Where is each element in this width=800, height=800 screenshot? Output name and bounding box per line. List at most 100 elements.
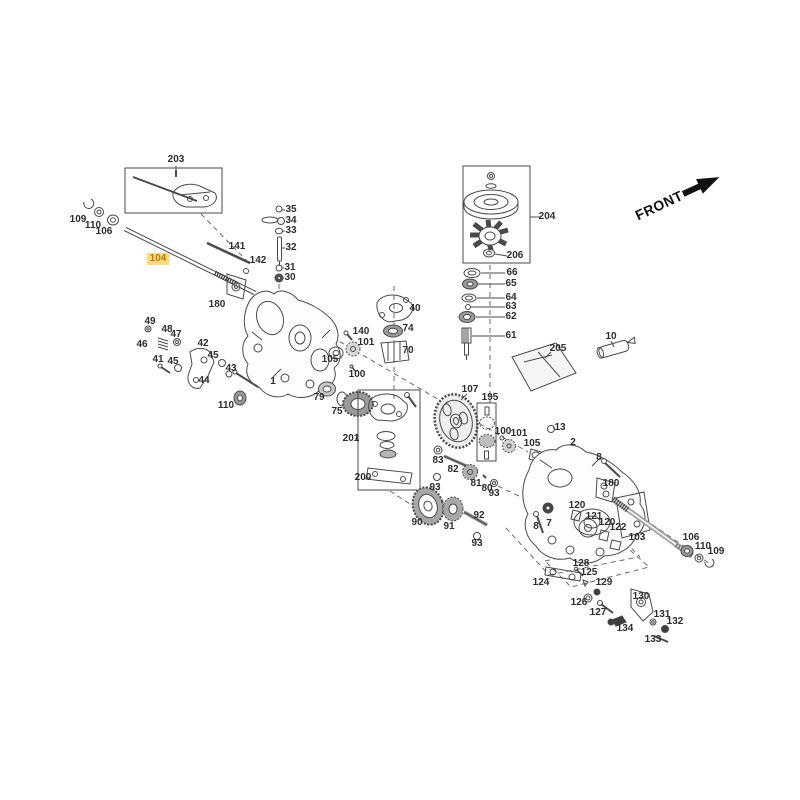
part-label-44[interactable]: 44 xyxy=(198,375,210,386)
part-label-203[interactable]: 203 xyxy=(167,154,185,165)
part-label-63[interactable]: 63 xyxy=(505,301,517,312)
part-label-7[interactable]: 7 xyxy=(546,518,552,529)
part-label-8[interactable]: 8 xyxy=(596,452,602,463)
part-label-93[interactable]: 93 xyxy=(488,488,500,499)
part-label-106[interactable]: 106 xyxy=(682,532,700,543)
part-label-45[interactable]: 45 xyxy=(167,356,179,367)
part-label-140[interactable]: 140 xyxy=(352,326,370,337)
drawing-gear-107 xyxy=(429,390,483,453)
part-label-201[interactable]: 201 xyxy=(342,433,360,444)
part-label-45[interactable]: 45 xyxy=(207,350,219,361)
part-label-180[interactable]: 180 xyxy=(602,478,620,489)
part-label-130[interactable]: 130 xyxy=(632,591,650,602)
part-label-32[interactable]: 32 xyxy=(285,242,297,253)
part-label-132[interactable]: 132 xyxy=(666,616,684,627)
part-label-13[interactable]: 13 xyxy=(554,422,566,433)
part-label-41[interactable]: 41 xyxy=(152,354,164,365)
front-direction-indicator: FRONT xyxy=(631,166,725,226)
part-label-129[interactable]: 129 xyxy=(595,577,613,588)
part-label-110[interactable]: 110 xyxy=(217,400,235,411)
part-label-42[interactable]: 42 xyxy=(197,338,209,349)
part-label-2[interactable]: 2 xyxy=(570,437,576,448)
part-label-93[interactable]: 93 xyxy=(429,482,441,493)
part-label-35[interactable]: 35 xyxy=(285,204,297,215)
part-label-79[interactable]: 79 xyxy=(313,392,325,403)
part-label-43[interactable]: 43 xyxy=(225,363,237,374)
part-label-103[interactable]: 103 xyxy=(628,532,646,543)
part-label-40[interactable]: 40 xyxy=(409,303,421,314)
part-label-101[interactable]: 101 xyxy=(510,428,528,439)
leader-10 xyxy=(611,341,614,347)
part-label-120[interactable]: 120 xyxy=(598,517,616,528)
part-label-74[interactable]: 74 xyxy=(402,323,414,334)
part-label-62[interactable]: 62 xyxy=(505,311,517,322)
part-label-109[interactable]: 109 xyxy=(69,214,87,225)
part-label-65[interactable]: 65 xyxy=(505,278,517,289)
part-label-134[interactable]: 134 xyxy=(616,623,634,634)
part-label-133[interactable]: 133 xyxy=(644,634,662,645)
part-label-80[interactable]: 80 xyxy=(481,483,493,494)
part-label-110[interactable]: 110 xyxy=(694,541,712,552)
part-label-83[interactable]: 83 xyxy=(432,455,444,466)
part-label-142[interactable]: 142 xyxy=(249,255,267,266)
part-label-34[interactable]: 34 xyxy=(285,215,297,226)
part-label-8[interactable]: 8 xyxy=(533,521,539,532)
part-label-100[interactable]: 100 xyxy=(348,369,366,380)
drawing-group-201-pump xyxy=(355,390,420,490)
drawing-axle-103 xyxy=(571,478,714,567)
part-label-127[interactable]: 127 xyxy=(589,607,607,618)
drawing-gears-90-91 xyxy=(408,474,487,540)
part-label-124[interactable]: 124 xyxy=(532,577,550,588)
part-label-125[interactable]: 125 xyxy=(580,567,598,578)
part-label-206[interactable]: 206 xyxy=(506,250,524,261)
part-label-105[interactable]: 105 xyxy=(321,354,339,365)
part-label-109[interactable]: 109 xyxy=(707,546,725,557)
part-label-92[interactable]: 92 xyxy=(473,510,485,521)
part-label-82[interactable]: 82 xyxy=(447,464,459,475)
part-label-204[interactable]: 204 xyxy=(538,211,556,222)
part-label-126[interactable]: 126 xyxy=(570,597,588,608)
part-label-47[interactable]: 47 xyxy=(170,329,182,340)
part-label-49[interactable]: 49 xyxy=(144,316,156,327)
part-label-131[interactable]: 131 xyxy=(653,609,671,620)
part-label-66[interactable]: 66 xyxy=(506,267,518,278)
drawing-group-204-fan xyxy=(463,166,541,263)
part-label-107[interactable]: 107 xyxy=(461,384,479,395)
part-label-48[interactable]: 48 xyxy=(161,324,173,335)
part-label-33[interactable]: 33 xyxy=(285,225,297,236)
part-label-31[interactable]: 31 xyxy=(284,262,296,273)
front-arrow-icon xyxy=(681,177,720,197)
part-label-10[interactable]: 10 xyxy=(605,331,617,342)
part-label-70[interactable]: 70 xyxy=(402,345,414,356)
part-label-93[interactable]: 93 xyxy=(471,538,483,549)
part-label-30[interactable]: 30 xyxy=(284,272,296,283)
part-label-195[interactable]: 195 xyxy=(481,392,499,403)
part-label-100[interactable]: 100 xyxy=(494,426,512,437)
part-label-90[interactable]: 90 xyxy=(411,517,423,528)
part-label-91[interactable]: 91 xyxy=(443,521,455,532)
part-label-81[interactable]: 81 xyxy=(470,478,482,489)
part-label-180[interactable]: 180 xyxy=(208,299,226,310)
part-label-110[interactable]: 110 xyxy=(84,220,102,231)
drawing-parts-100-101-105 xyxy=(500,436,541,462)
part-label-121[interactable]: 121 xyxy=(585,511,603,522)
part-label-75[interactable]: 75 xyxy=(331,406,343,417)
drawing-linkage-cluster xyxy=(545,567,669,642)
part-label-128[interactable]: 128 xyxy=(572,558,590,569)
part-label-46[interactable]: 46 xyxy=(136,339,148,350)
part-label-64[interactable]: 64 xyxy=(505,292,517,303)
part-label-101[interactable]: 101 xyxy=(357,337,375,348)
part-label-1[interactable]: 1 xyxy=(270,376,276,387)
part-label-141[interactable]: 141 xyxy=(228,241,246,252)
part-label-200[interactable]: 200 xyxy=(354,472,372,483)
part-label-105[interactable]: 105 xyxy=(523,438,541,449)
part-label-106[interactable]: 106 xyxy=(95,226,113,237)
drawing-column-66-61 xyxy=(459,269,505,361)
part-label-122[interactable]: 122 xyxy=(609,522,627,533)
part-label-61[interactable]: 61 xyxy=(505,330,517,341)
part-label-104[interactable]: 104 xyxy=(146,253,170,265)
part-label-120[interactable]: 120 xyxy=(568,500,586,511)
part-label-205[interactable]: 205 xyxy=(549,343,567,354)
